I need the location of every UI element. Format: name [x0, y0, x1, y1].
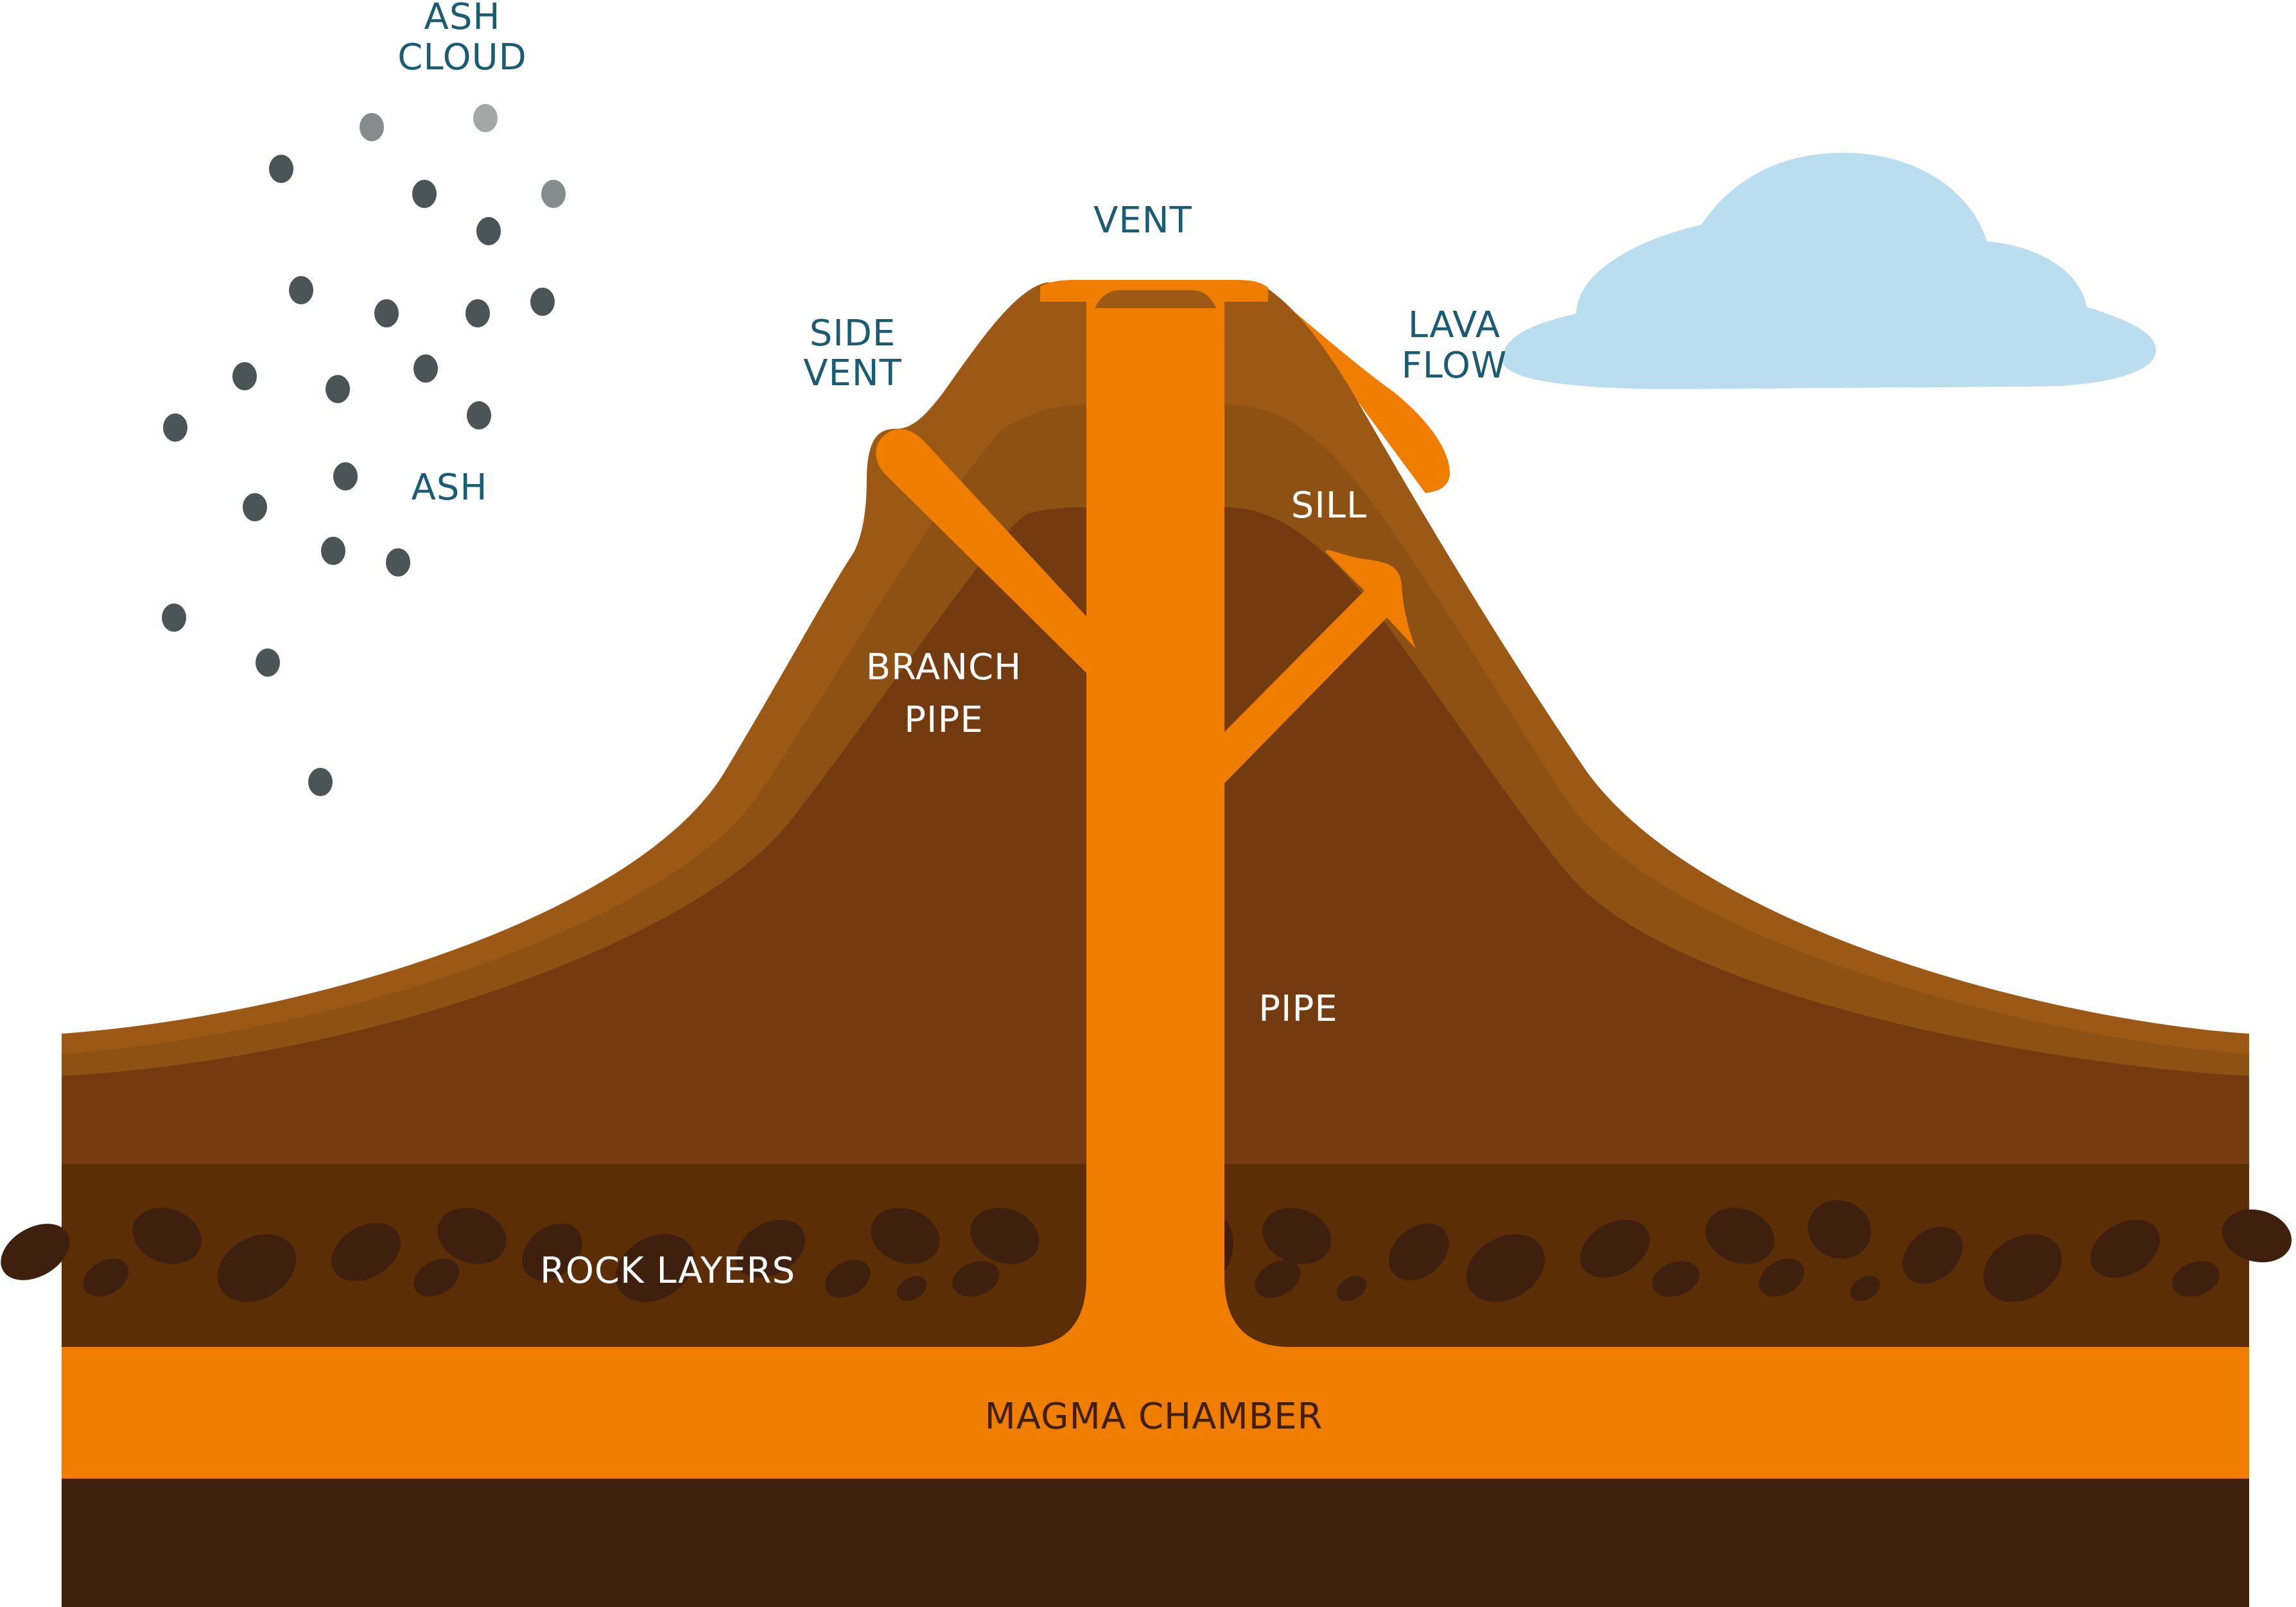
- rock: [1255, 1260, 1301, 1298]
- rock: [1262, 1208, 1332, 1264]
- rock: [970, 1208, 1039, 1264]
- label-ash-cloud-line1: ASH: [424, 0, 501, 38]
- label-side-vent-line2: VENT: [803, 352, 902, 394]
- ash-particle: [326, 375, 350, 403]
- labels: ASH CLOUD ASH VENT SIDE VENT LAVA FLOW S…: [397, 0, 1508, 1438]
- sill-branch: [1224, 550, 1416, 783]
- main-pipe: [1021, 308, 1291, 1347]
- label-branch-pipe-line2: PIPE: [904, 699, 983, 741]
- ash-particle: [289, 276, 313, 304]
- label-vent: VENT: [1093, 200, 1192, 241]
- rock: [1336, 1276, 1367, 1301]
- rock: [522, 1223, 582, 1281]
- label-branch-pipe-line1: BRANCH: [866, 647, 1022, 688]
- ash-particle: [333, 462, 358, 491]
- ash-particle: [530, 288, 555, 316]
- branch-pipe: [876, 429, 1086, 673]
- label-lava-flow-line2: FLOW: [1402, 345, 1508, 387]
- ash-particle: [476, 217, 501, 245]
- rock: [1466, 1234, 1545, 1302]
- ash-particle: [360, 113, 384, 141]
- rock: [1902, 1226, 1963, 1284]
- rock: [217, 1234, 297, 1302]
- rock: [1807, 1200, 1872, 1259]
- ash-particle: [386, 548, 410, 577]
- rock: [824, 1260, 871, 1298]
- rock: [615, 1234, 695, 1302]
- ash-particle: [465, 299, 490, 327]
- bedrock: [62, 1479, 2249, 1607]
- rock: [871, 1208, 940, 1264]
- rock: [437, 1208, 507, 1264]
- ash-particle: [243, 493, 267, 521]
- lava-flow: [1258, 282, 1450, 493]
- rocks: [1, 1200, 2292, 1302]
- ash-particle: [413, 354, 438, 383]
- label-lava-flow-line1: LAVA: [1408, 304, 1500, 346]
- rock: [132, 1208, 202, 1264]
- label-sill: SILL: [1291, 485, 1367, 526]
- rock: [2222, 1209, 2292, 1263]
- rock: [896, 1276, 927, 1301]
- label-pipe: PIPE: [1258, 988, 1337, 1030]
- label-magma-chamber: MAGMA CHAMBER: [984, 1396, 1323, 1438]
- rock: [83, 1258, 129, 1297]
- rock: [1, 1224, 70, 1280]
- ash-particle: [308, 768, 333, 796]
- rock: [413, 1258, 460, 1297]
- ash-particle: [412, 180, 437, 208]
- ash-particle: [269, 155, 293, 183]
- rock: [1705, 1208, 1775, 1264]
- ash-particle: [321, 537, 345, 565]
- rock: [1652, 1261, 1700, 1297]
- ash-particle: [541, 180, 566, 208]
- rock: [1850, 1276, 1881, 1301]
- rock: [2172, 1261, 2220, 1297]
- ash-particle: [256, 648, 280, 677]
- rock: [331, 1222, 401, 1281]
- ash-particle: [473, 104, 498, 132]
- ash-particle: [162, 604, 186, 632]
- ash-particle: [232, 362, 257, 390]
- label-rock-layers: ROCK LAYERS: [540, 1250, 796, 1292]
- ash-particles: [162, 104, 566, 796]
- rock: [1983, 1234, 2062, 1302]
- rock: [1389, 1223, 1449, 1281]
- label-ash: ASH: [412, 467, 488, 508]
- rock: [952, 1261, 1000, 1297]
- rock: [1759, 1258, 1805, 1297]
- vent: [1040, 280, 1268, 360]
- ash-particle: [163, 413, 187, 442]
- rock: [2090, 1219, 2161, 1278]
- magma-chamber: [62, 1347, 2249, 1479]
- cloud-icon: [1502, 153, 2156, 389]
- rock: [735, 1219, 806, 1278]
- ash-particle: [467, 401, 491, 430]
- label-ash-cloud-line2: CLOUD: [397, 37, 527, 78]
- label-side-vent-line1: SIDE: [810, 313, 896, 354]
- ash-particle: [374, 299, 399, 327]
- rock: [1579, 1219, 1650, 1278]
